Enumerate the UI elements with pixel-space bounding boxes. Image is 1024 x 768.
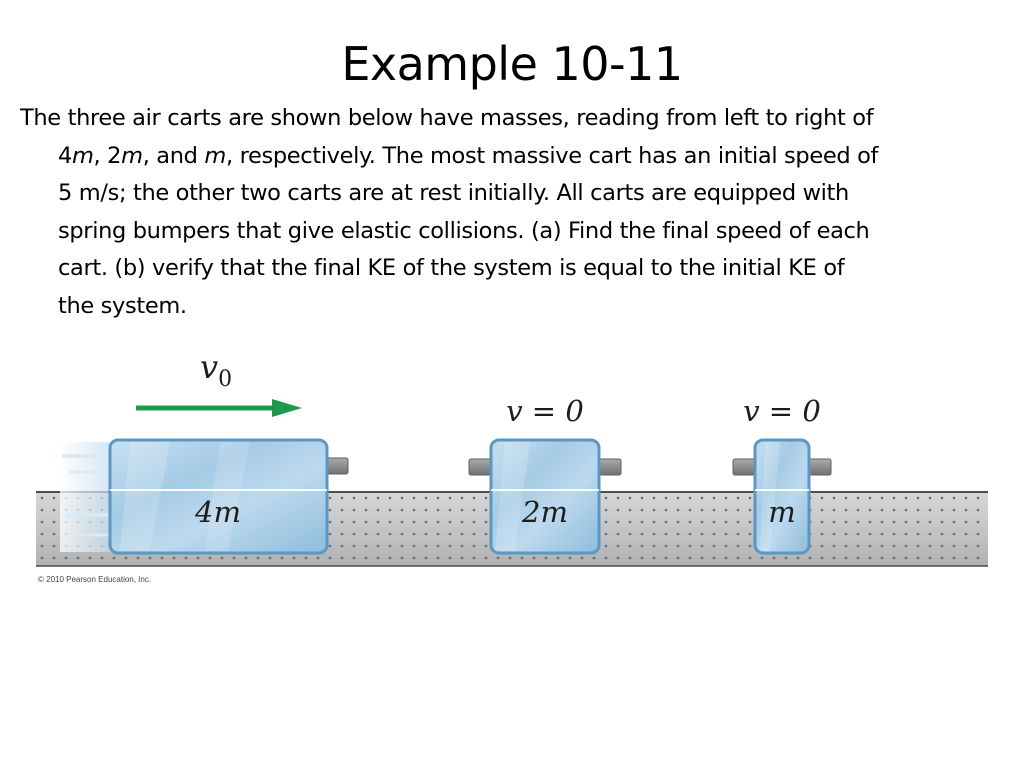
cart-m: m xyxy=(732,438,832,555)
cart-4m: 4m xyxy=(108,438,349,555)
mass-symbol: m xyxy=(71,142,94,169)
cart-label-m: m xyxy=(768,495,796,529)
cart-bumper xyxy=(468,458,493,476)
mass-symbol: m xyxy=(121,142,143,169)
cart-bumper xyxy=(597,458,622,476)
cart-label-2m: 2m xyxy=(521,495,568,529)
problem-line-1: The three air carts are shown below have… xyxy=(20,105,874,131)
mass-coefficient-4: 4 xyxy=(58,142,72,169)
text-fragment: , respectively. The most massive cart ha… xyxy=(225,142,879,169)
cart-2m: 2m xyxy=(468,438,622,555)
cart-bumper xyxy=(807,458,832,476)
text-fragment: , 2 xyxy=(93,142,122,169)
cart-m-speed-label: v = 0 xyxy=(743,394,821,428)
cart-bumper xyxy=(732,458,757,476)
cart-2m-speed-label: v = 0 xyxy=(506,394,584,428)
initial-velocity-label: v0 xyxy=(200,348,232,392)
copyright-notice: © 2010 Pearson Education, Inc. xyxy=(38,575,151,584)
cart-bumper xyxy=(325,457,349,475)
problem-line-4: spring bumpers that give elastic collisi… xyxy=(58,217,870,244)
text-fragment: , and xyxy=(142,142,205,169)
problem-statement: The three air carts are shown below have… xyxy=(20,100,1010,325)
mass-symbol: m xyxy=(204,142,226,169)
problem-line-2: 4m, 2m, and m, respectively. The most ma… xyxy=(20,138,1010,176)
problem-line-5: cart. (b) verify that the final KE of th… xyxy=(58,255,845,281)
air-track-diagram: 4m 2m m v0 v = 0 v = 0 xyxy=(36,348,988,584)
cart-label-4m: 4m xyxy=(194,495,241,529)
problem-line-6: the system. xyxy=(58,292,187,319)
slide-title: Example 10-11 xyxy=(341,37,683,91)
velocity-arrow xyxy=(136,399,302,417)
problem-line-3: 5 m/s; the other two carts are at rest i… xyxy=(58,180,849,206)
